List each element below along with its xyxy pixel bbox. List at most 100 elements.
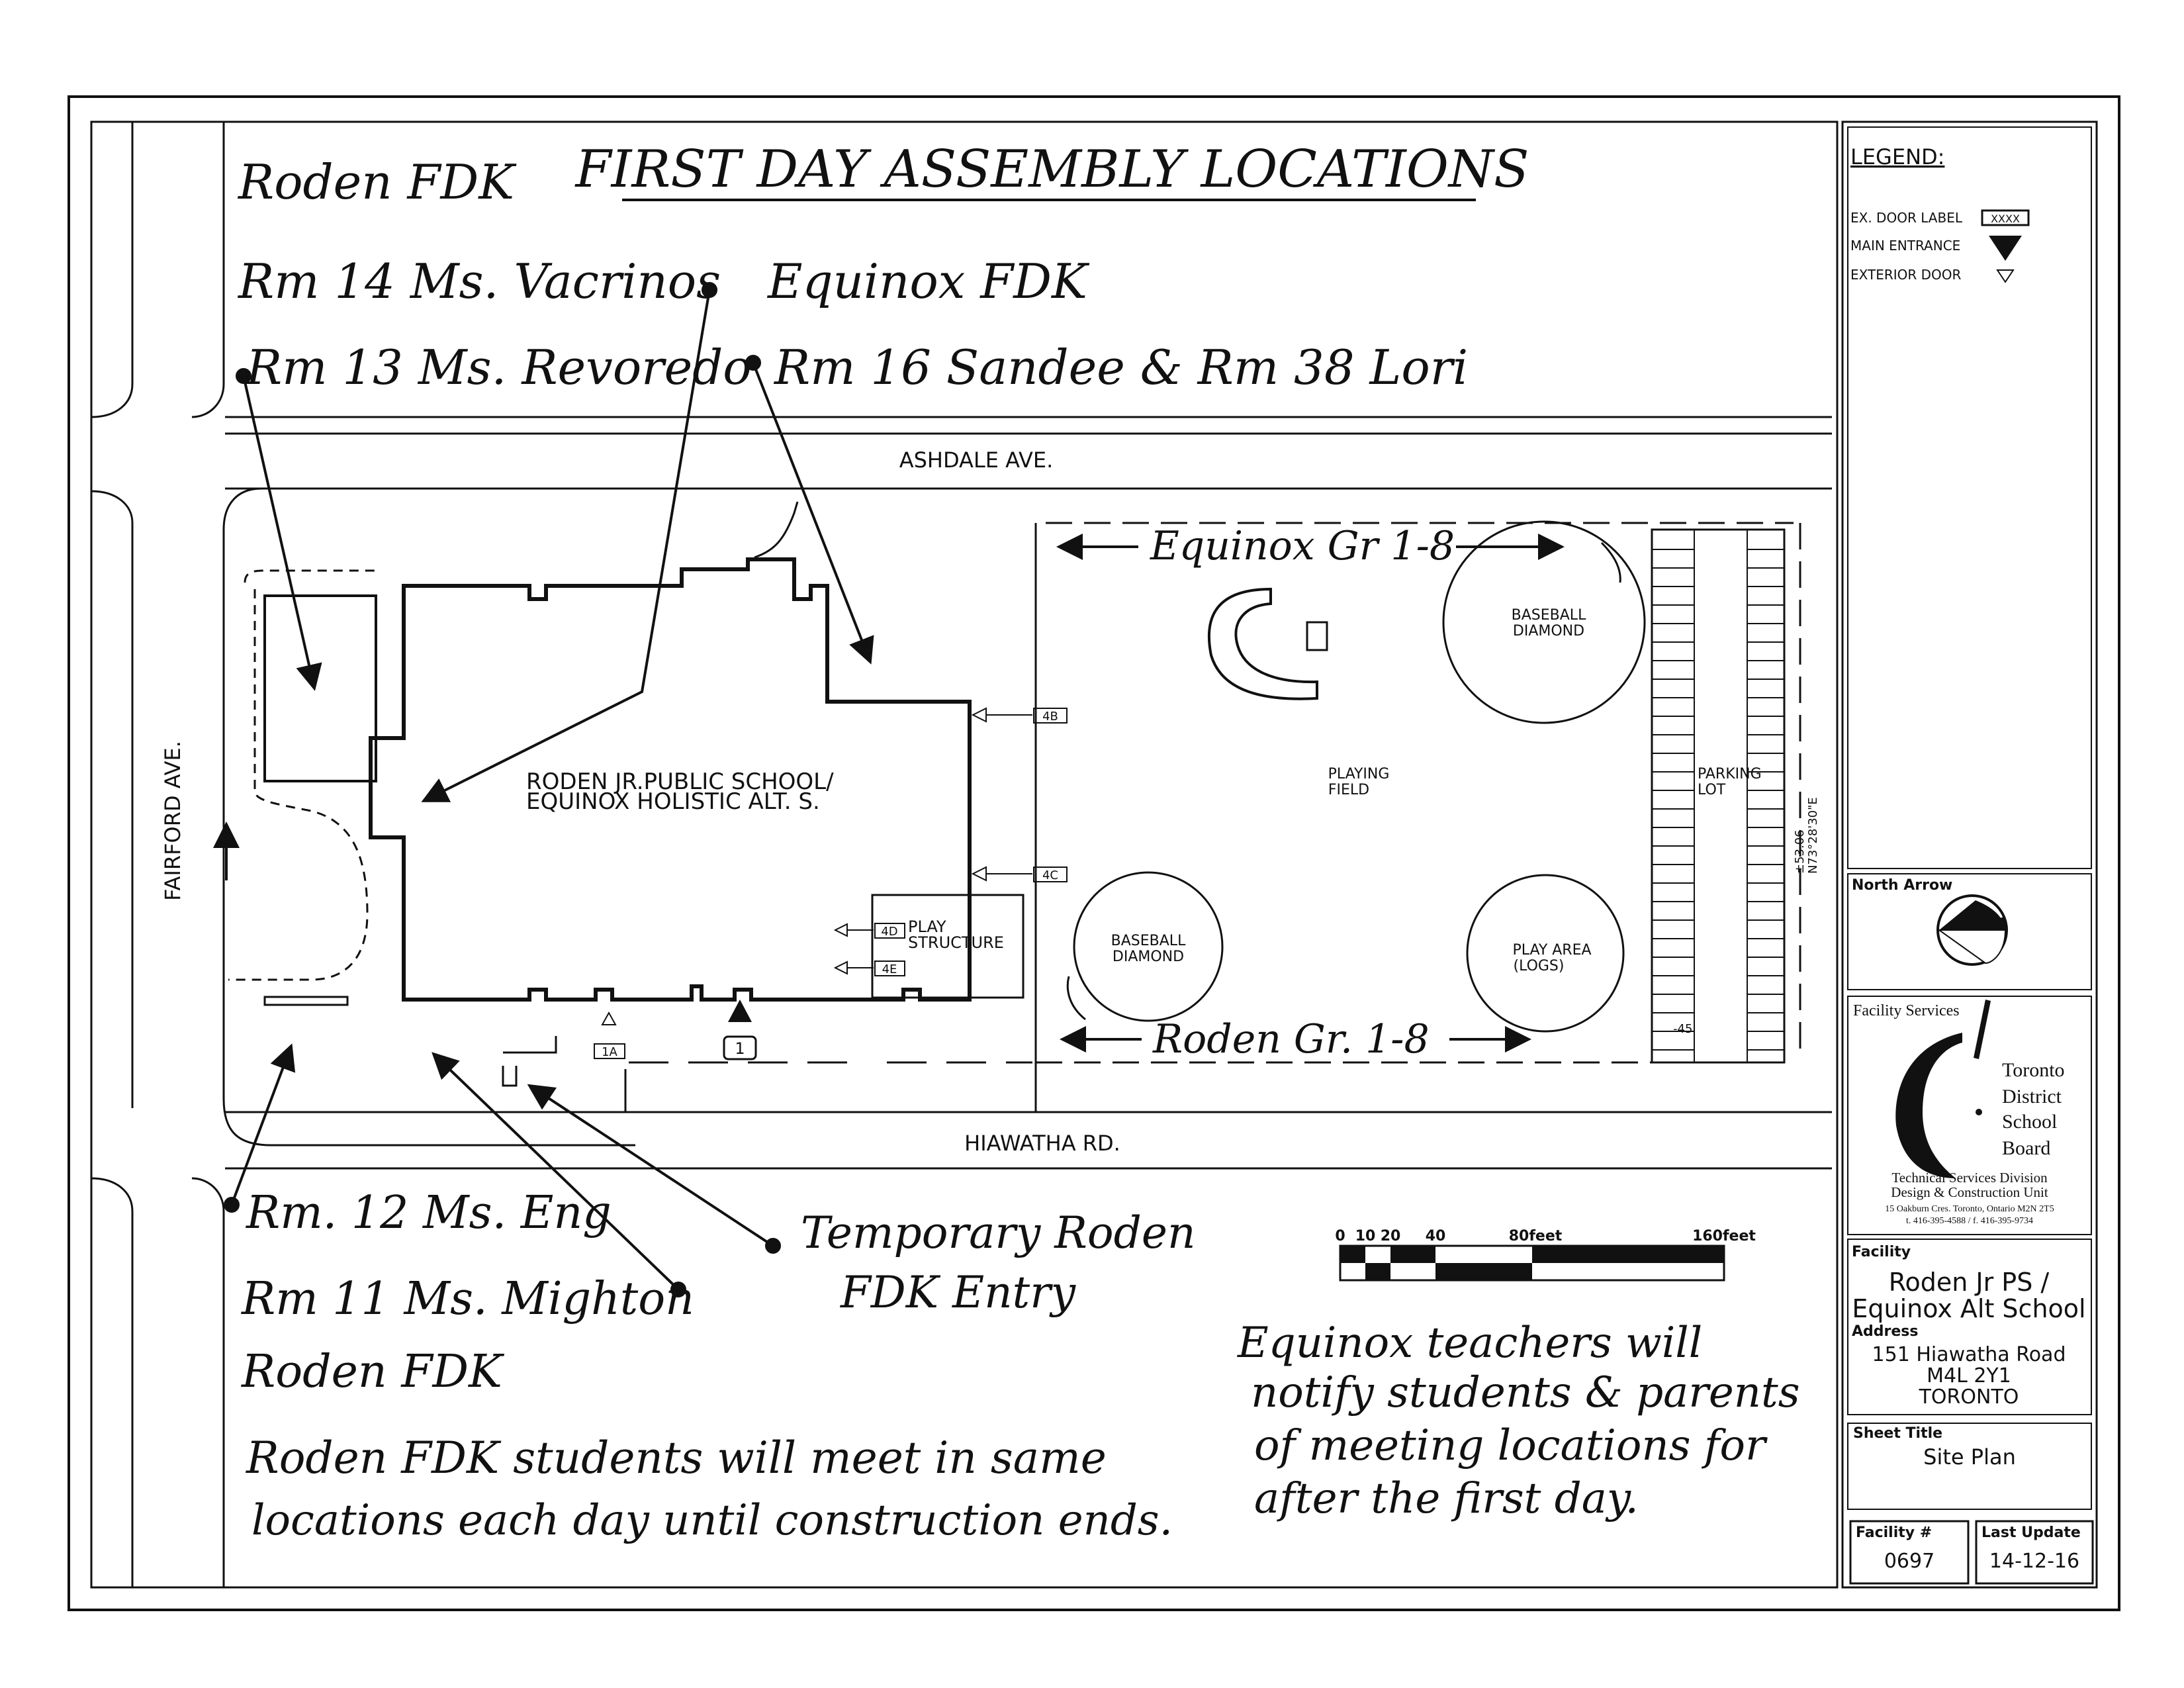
parking-lot-line2: LOT <box>1698 782 1726 798</box>
legend-door-box <box>1981 209 2030 226</box>
tdsb-district: District <box>2002 1086 2062 1107</box>
scale-bar: 0 10 20 40 80feet 160feet <box>1335 1228 1756 1282</box>
parking-lot <box>1651 528 1786 1064</box>
svg-text:20: 20 <box>1381 1228 1401 1244</box>
baseball-diamond-ne-line2: DIAMOND <box>1513 623 1584 639</box>
building-name-line1: RODEN JR.PUBLIC SCHOOL/ <box>526 769 834 795</box>
facility-name-line1: Roden Jr PS / <box>1889 1268 2050 1297</box>
last-update-value: 14-12-16 <box>1989 1550 2079 1573</box>
play-structure-label-line2: STRUCTURE <box>908 933 1004 952</box>
note-equinox-rooms: Rm 16 Sandee & Rm 38 Lori <box>773 340 1468 395</box>
last-update-panel <box>1975 1520 2094 1585</box>
baseball-diamond-ne <box>1442 520 1646 724</box>
address-line1: 151 Hiawatha Road <box>1872 1343 2066 1366</box>
tdsb-unit: Design & Construction Unit <box>1891 1184 2048 1200</box>
facility-number-label: Facility # <box>1856 1524 1932 1541</box>
svg-text:80feet: 80feet <box>1509 1228 1563 1244</box>
door-4e: 4E <box>833 961 905 976</box>
svg-text:1A: 1A <box>602 1045 617 1059</box>
svg-text:40: 40 <box>1426 1228 1446 1244</box>
legend-door-box-text: XXXX <box>1991 212 2020 225</box>
legend-title: LEGEND: <box>1850 144 1944 169</box>
facility-number-value: 0697 <box>1884 1550 1934 1573</box>
tdsb-division: Technical Services Division <box>1891 1170 2048 1186</box>
facility-label: Facility <box>1852 1244 1911 1260</box>
parking-bearing: N73°28'30"E <box>1806 797 1820 874</box>
note-equinox-fdk: Equinox FDK <box>766 254 1090 309</box>
legend-panel <box>1847 126 2092 869</box>
equinox-note-line1: Equinox teachers will <box>1237 1319 1702 1368</box>
address-line2: M4L 2Y1 <box>1927 1364 2011 1387</box>
north-arrow-panel <box>1847 873 2092 990</box>
street-fairford: FAIRFORD AVE. <box>160 741 185 901</box>
note-roden-fdk-bottom: Roden FDK <box>240 1346 505 1398</box>
main-entrance-1: 1 <box>723 1000 757 1060</box>
door-1a: 1A <box>594 1011 625 1059</box>
svg-text:160feet: 160feet <box>1692 1228 1756 1244</box>
north-arrow-title: North Arrow <box>1852 877 1952 894</box>
baseball-diamond-sw-line2: DIAMOND <box>1113 949 1184 965</box>
tdsb-school: School <box>2002 1111 2057 1133</box>
temp-entry-line2: FDK Entry <box>840 1267 1076 1318</box>
door-4d: 4D <box>833 923 905 939</box>
tdsb-board: Board <box>2002 1137 2050 1159</box>
equinox-note-line2: notify students & parents <box>1251 1368 1800 1417</box>
svg-text:1: 1 <box>735 1039 745 1058</box>
map-title: FIRST DAY ASSEMBLY LOCATIONS <box>574 140 1529 199</box>
facility-name-line2: Equinox Alt School <box>1852 1294 2085 1323</box>
tdsb-address: 15 Oakburn Cres. Toronto, Ontario M2N 2T… <box>1885 1204 2054 1214</box>
small-box <box>1306 621 1328 651</box>
legend-exterior-door: EXTERIOR DOOR <box>1850 267 1962 283</box>
playing-field-line1: PLAYING <box>1328 766 1390 782</box>
tdsb-toronto: Toronto <box>2002 1059 2065 1081</box>
address-label: Address <box>1852 1323 1918 1340</box>
pointer-arrows <box>224 282 874 1297</box>
temp-entry-line1: Temporary Roden <box>801 1207 1195 1258</box>
legend-ex-door-label: EX. DOOR LABEL <box>1850 210 1963 226</box>
north-arrow-icon <box>1936 894 2008 966</box>
play-structure-box <box>871 894 1024 999</box>
svg-text:4B: 4B <box>1042 710 1058 724</box>
south-lines <box>502 1036 1032 1112</box>
svg-text:4D: 4D <box>881 925 897 939</box>
tdsb-logo <box>1895 1000 1991 1178</box>
sheet-title-label: Sheet Title <box>1853 1425 1942 1442</box>
building-name-line2: EQUINOX HOLISTIC ALT. S. <box>526 788 820 815</box>
title-block-frame <box>1841 120 2098 1589</box>
bench <box>263 996 349 1006</box>
note-roden-line1: Roden FDK students will meet in same <box>246 1432 1107 1483</box>
dashed-area-outline <box>228 569 377 981</box>
note-room14: Rm 14 Ms. Vacrinos <box>237 254 721 309</box>
legend-main-entrance-icon <box>1989 236 2022 261</box>
address-line3: TORONTO <box>1919 1385 2019 1409</box>
equinox-note-line4: after the first day. <box>1254 1474 1639 1523</box>
note-roden-line2: locations each day until construction en… <box>251 1496 1173 1545</box>
play-area-line2: (LOGS) <box>1514 958 1565 974</box>
door-4b: 4B <box>971 707 1068 724</box>
tree-arc <box>1600 541 1621 583</box>
streets <box>91 122 1832 1587</box>
sheet-title-value: Site Plan <box>1923 1444 2016 1470</box>
play-area-line1: PLAY AREA <box>1512 942 1591 959</box>
map-frame <box>90 120 1839 1589</box>
street-hiawatha: HIAWATHA RD. <box>964 1131 1120 1156</box>
last-update-label: Last Update <box>1981 1524 2081 1541</box>
door-4c: 4C <box>971 866 1068 882</box>
portable-outline <box>263 594 377 782</box>
parking-lot-line1: PARKING <box>1698 766 1762 782</box>
legend-exterior-door-icon <box>1996 269 2015 283</box>
tree-arc-2 <box>1066 976 1086 1021</box>
note-room12: Rm. 12 Ms. Eng <box>245 1187 612 1239</box>
note-roden-fdk-top: Roden FDK <box>237 154 517 210</box>
field-area <box>1034 522 1801 1112</box>
facility-panel <box>1847 1239 2092 1415</box>
note-room13: Rm 13 Ms. Revoredo <box>245 340 752 395</box>
svg-text:4E: 4E <box>882 962 897 976</box>
roden-grades-label: Roden Gr. 1-8 <box>1152 1016 1430 1062</box>
play-area-logs <box>1466 874 1625 1033</box>
c-shaped-feature <box>1207 587 1318 700</box>
play-structure-label-line1: PLAY <box>908 917 946 936</box>
facility-services-title: Facility Services <box>1853 1002 1960 1019</box>
note-room11: Rm 11 Ms. Mighton <box>240 1273 694 1325</box>
